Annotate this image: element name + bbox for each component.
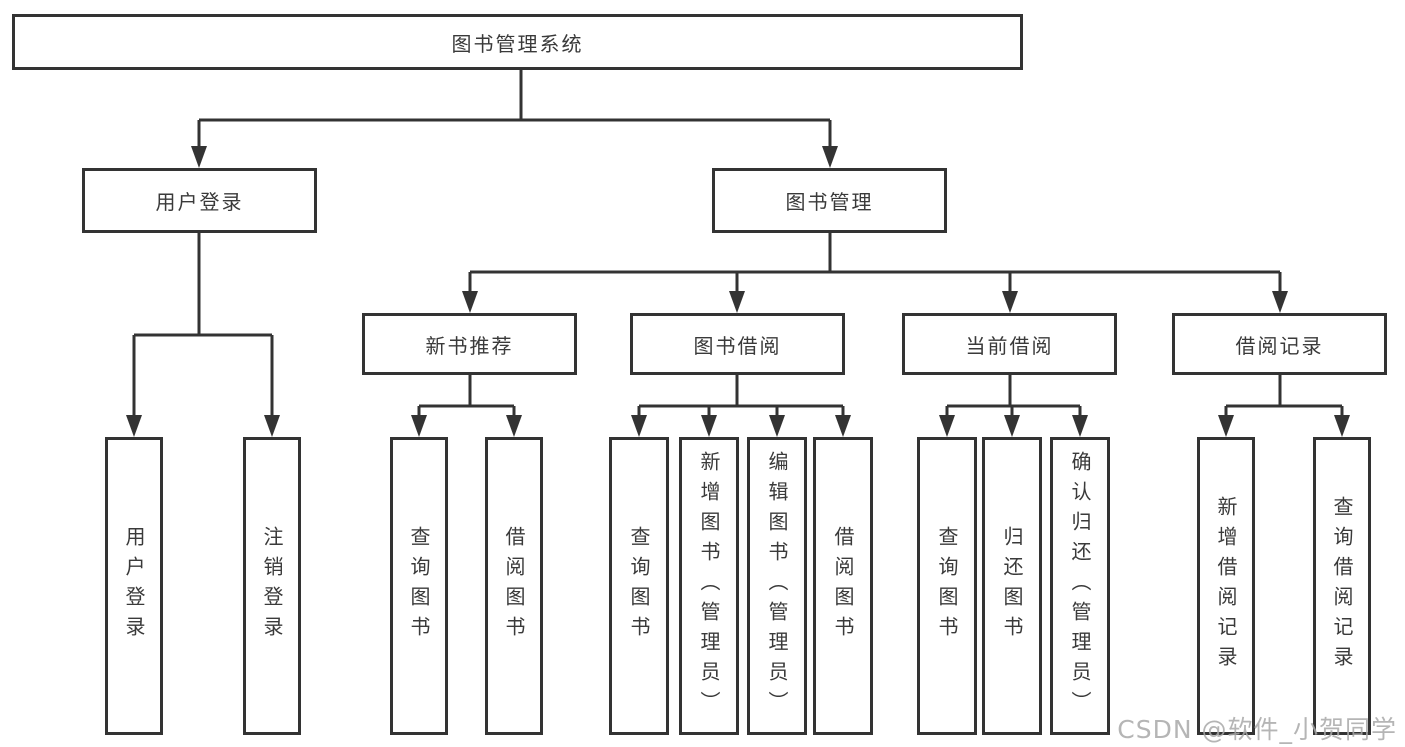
leaf-borrow-edit-books-admin: 编辑图书（管理员） bbox=[747, 437, 807, 735]
node-book-mgmt: 图书管理 bbox=[712, 168, 947, 233]
arrowheads bbox=[126, 146, 1350, 437]
node-current-borrow-label: 当前借阅 bbox=[965, 333, 1054, 358]
leaf-logout-label: 注销登录 bbox=[260, 526, 284, 646]
leaf-user-login: 用户登录 bbox=[105, 437, 163, 735]
node-user-login-label: 用户登录 bbox=[155, 190, 244, 214]
leaf-current-return-books-label: 归还图书 bbox=[1000, 526, 1024, 646]
leaf-records-add-record-label: 新增借阅记录 bbox=[1214, 496, 1238, 676]
node-current-borrow: 当前借阅 bbox=[902, 313, 1117, 375]
leaf-current-return-books: 归还图书 bbox=[982, 437, 1042, 735]
leaf-borrow-add-books-admin: 新增图书（管理员） bbox=[679, 437, 739, 735]
leaf-records-query-record-label: 查询借阅记录 bbox=[1330, 496, 1354, 676]
node-new-book-recommend: 新书推荐 bbox=[362, 313, 577, 375]
leaf-borrow-query-books: 查询图书 bbox=[609, 437, 669, 735]
node-root-label: 图书管理系统 bbox=[451, 31, 584, 56]
leaf-user-login-label: 用户登录 bbox=[122, 526, 146, 646]
leaf-current-confirm-return-admin: 确认归还（管理员） bbox=[1050, 437, 1110, 735]
node-root: 图书管理系统 bbox=[12, 14, 1023, 70]
csdn-watermark: CSDN @软件_小贺同学 bbox=[1117, 715, 1397, 744]
leaf-borrow-borrow-books: 借阅图书 bbox=[813, 437, 873, 735]
leaf-newbook-query-books: 查询图书 bbox=[390, 437, 448, 735]
leaf-current-query-books: 查询图书 bbox=[917, 437, 977, 735]
leaf-borrow-borrow-books-label: 借阅图书 bbox=[831, 526, 855, 646]
leaf-current-confirm-return-admin-label: 确认归还（管理员） bbox=[1068, 451, 1092, 721]
leaf-borrow-query-books-label: 查询图书 bbox=[627, 526, 651, 646]
node-book-mgmt-label: 图书管理 bbox=[785, 190, 874, 214]
node-book-borrow-label: 图书借阅 bbox=[693, 333, 782, 358]
leaf-newbook-borrow-books-label: 借阅图书 bbox=[502, 526, 526, 646]
node-user-login: 用户登录 bbox=[82, 168, 317, 233]
leaf-borrow-edit-books-admin-label: 编辑图书（管理员） bbox=[765, 451, 789, 721]
leaf-records-add-record: 新增借阅记录 bbox=[1197, 437, 1255, 735]
leaf-newbook-query-books-label: 查询图书 bbox=[407, 526, 431, 646]
leaf-logout: 注销登录 bbox=[243, 437, 301, 735]
node-new-book-recommend-label: 新书推荐 bbox=[425, 333, 514, 358]
node-borrow-records: 借阅记录 bbox=[1172, 313, 1387, 375]
leaf-newbook-borrow-books: 借阅图书 bbox=[485, 437, 543, 735]
node-book-borrow: 图书借阅 bbox=[630, 313, 845, 375]
leaf-borrow-add-books-admin-label: 新增图书（管理员） bbox=[697, 451, 721, 721]
leaf-records-query-record: 查询借阅记录 bbox=[1313, 437, 1371, 735]
leaf-current-query-books-label: 查询图书 bbox=[935, 526, 959, 646]
node-borrow-records-label: 借阅记录 bbox=[1235, 333, 1324, 358]
